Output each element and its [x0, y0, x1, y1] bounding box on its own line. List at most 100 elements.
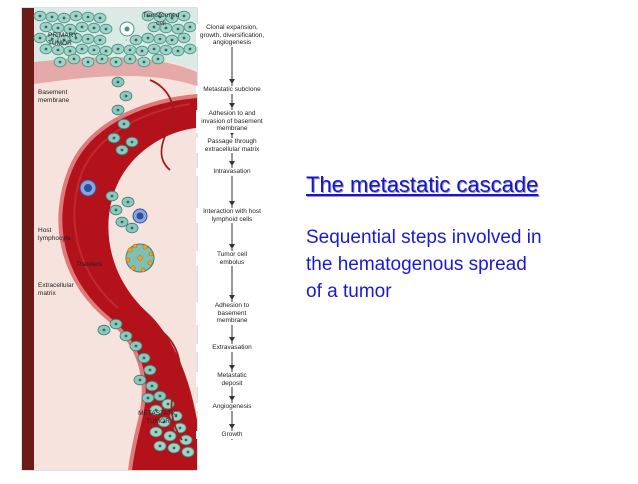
primary-tumor-cell-nucleus-27 — [134, 38, 138, 42]
primary-tumor-cell-nucleus-29 — [158, 37, 162, 41]
primary-tumor-cell-nucleus-1 — [38, 14, 42, 18]
slide-subtitle-line-3: of a tumor — [306, 281, 392, 302]
label-extracellular-matrix: Extracellular matrix — [38, 282, 74, 297]
primary-tumor-cell-nucleus-38 — [116, 47, 120, 51]
label-metastatic-tumor: METASTATIC TUMOR — [128, 410, 188, 425]
primary-tumor-cell-nucleus-7 — [146, 14, 150, 18]
figure-side-strip — [22, 8, 34, 470]
step-label-3-line-2: invasion of basement — [201, 117, 263, 125]
step-arrow-head-4 — [229, 161, 235, 166]
slide-subtitle-line-2: the hematogenous spread — [306, 254, 527, 275]
label-basement-membrane-line1: Basement — [38, 89, 68, 96]
step-label-12-line-1: Growth — [221, 431, 243, 438]
step-label-6-line-1: Interaction with host — [203, 208, 261, 215]
primary-tumor-cell-nucleus-12 — [56, 26, 60, 30]
primary-tumor-cell-nucleus-3 — [62, 16, 66, 20]
migrating-tumor-cell-nucleus-19 — [138, 378, 142, 382]
step-label-4-line-1: Passage through — [207, 138, 257, 145]
metastatic-tumor-cell-nucleus-5 — [178, 426, 182, 430]
label-platelets: Platelets — [77, 261, 102, 269]
migrating-tumor-cell-nucleus-22 — [146, 396, 150, 400]
primary-tumor-cell-nucleus-33 — [56, 48, 60, 52]
metastatic-tumor-cell-nucleus-10 — [158, 444, 162, 448]
primary-tumor-cell-nucleus-2 — [50, 15, 54, 19]
primary-tumor-cell-nucleus-16 — [104, 27, 108, 31]
label-extracellular-matrix-line2: matrix — [38, 289, 56, 297]
migrating-tumor-cell-nucleus-7 — [130, 140, 134, 144]
migrating-tumor-cell-nucleus-6 — [120, 148, 124, 152]
migrating-tumor-cell-nucleus-18 — [148, 368, 152, 372]
primary-tumor-cell-nucleus-49 — [114, 60, 118, 64]
host-lymphocyte-1-nucleus — [84, 184, 92, 192]
label-transformed-cell-line1: Transformed — [142, 12, 180, 19]
step-label-11: Angiogenesis — [196, 403, 268, 411]
primary-tumor-cell-nucleus-11 — [44, 25, 48, 29]
primary-tumor-cell-nucleus-22 — [50, 37, 54, 41]
step-label-3-line-3: membrane — [216, 125, 248, 132]
primary-tumor-cell-nucleus-32 — [44, 47, 48, 51]
metastatic-tumor-cell-nucleus-7 — [154, 430, 158, 434]
primary-tumor-cell-nucleus-14 — [80, 25, 84, 29]
primary-tumor-cell-nucleus-20 — [188, 25, 192, 29]
primary-tumor-cell-nucleus-37 — [104, 49, 108, 53]
primary-tumor-cell-nucleus-21 — [38, 36, 42, 40]
primary-tumor-cell-nucleus-34 — [68, 49, 72, 53]
primary-tumor-cell-nucleus-42 — [164, 48, 168, 52]
migrating-tumor-cell-nucleus-5 — [112, 136, 116, 140]
step-arrow-head-1 — [229, 79, 235, 84]
step-arrow-head-11 — [229, 424, 235, 429]
metastatic-tumor-cell-nucleus-9 — [172, 446, 176, 450]
transformed-cell-spray — [109, 39, 145, 59]
migrating-tumor-cell-nucleus-20 — [150, 384, 154, 388]
step-label-11-line-1: Angiogenesis — [212, 403, 252, 410]
primary-tumor-cell-nucleus-6 — [98, 16, 102, 20]
primary-tumor-cell-nucleus-47 — [86, 60, 90, 64]
label-host-lymphocyte-line1: Host — [38, 227, 52, 234]
migrating-tumor-cell-nucleus-4 — [122, 122, 126, 126]
label-platelets-text: Platelets — [77, 261, 102, 268]
primary-tumor-cell-nucleus-41 — [152, 47, 156, 51]
primary-tumor-cell-nucleus-10 — [182, 14, 186, 18]
blood-vessel-lumen-highlight — [73, 103, 191, 309]
slide-subtitle-line-1: Sequential steps involved in — [306, 227, 542, 248]
metastatic-cascade-figure: PRIMARY TUMOR Transformed cell Basement … — [0, 0, 300, 479]
step-label-2: Metastatic subclone — [196, 86, 268, 94]
migrating-tumor-cell-nucleus-13 — [102, 328, 106, 332]
primary-tumor-cell-nucleus-43 — [176, 49, 180, 53]
label-transformed-cell-line2: cell — [156, 19, 166, 27]
transformed-cell-nucleus — [124, 26, 130, 32]
step-arrow-head-8 — [229, 337, 235, 342]
capillary-top — [149, 79, 175, 171]
migrating-tumor-cell-nucleus-2 — [124, 94, 128, 98]
migrating-tumor-cell-nucleus-10 — [120, 220, 124, 224]
migrating-tumor-cell-nucleus-9 — [114, 208, 118, 212]
blood-vessel-wall — [58, 94, 198, 471]
migrating-tumor-cell-nucleus-3 — [116, 108, 120, 112]
migrating-tumor-cell-nucleus-14 — [114, 322, 118, 326]
primary-tumor-cell-nucleus-15 — [92, 26, 96, 30]
platelets — [125, 243, 154, 273]
step-label-10-line-2: deposit — [221, 379, 243, 387]
migrating-tumor-cell-nucleus-12 — [110, 194, 114, 198]
step-label-5-line-1: Intravasation — [213, 168, 251, 175]
primary-tumor-cell-nucleus-19 — [176, 27, 180, 31]
primary-tumor-cell-nucleus-36 — [92, 48, 96, 52]
step-label-1-line-1: Clonal expansion, — [206, 24, 258, 31]
primary-tumor-cell-nucleus-52 — [156, 57, 160, 61]
step-label-2-line-1: Metastatic subclone — [203, 86, 261, 93]
metastatic-tumor-cell-nucleus-2 — [166, 402, 170, 406]
step-label-6-line-2: lymphoid cells — [211, 215, 253, 223]
step-label-1-line-3: angiogenesis — [212, 39, 252, 46]
migrating-tumor-cell-nucleus-16 — [134, 344, 138, 348]
label-transformed-cell: Transformed cell — [136, 12, 186, 27]
primary-tumor-cell-nucleus-28 — [146, 36, 150, 40]
step-arrow-head-10 — [229, 396, 235, 401]
metastatic-tumor-cell-nucleus-8 — [184, 438, 188, 442]
primary-tumor-cell-nucleus-51 — [142, 60, 146, 64]
migrating-tumor-cell-nucleus-21 — [158, 394, 162, 398]
migrating-tumor-cell-nucleus-17 — [142, 356, 146, 360]
